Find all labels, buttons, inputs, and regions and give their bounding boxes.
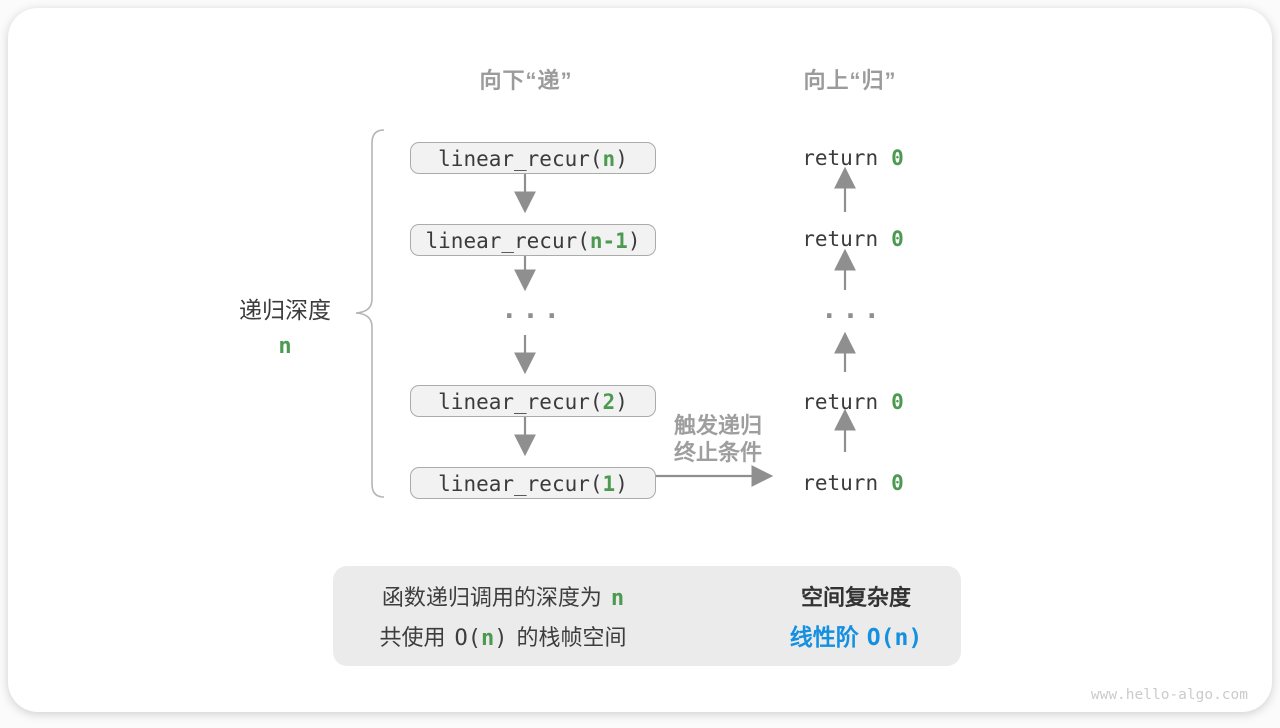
code-text: linear_recur( [425,229,590,253]
code-text: linear_recur( [438,472,603,496]
call-box-2: linear_recur(2) [410,385,656,417]
termination-line2: 终止条件 [673,440,762,465]
call-box-1: linear_recur(1) [410,467,656,499]
summary-line2-code-open: O( [454,626,482,651]
code-arg: 1 [602,472,616,496]
space-complexity-value: 线性阶 O(n) [761,623,951,651]
header-return-up: 向上“归” [803,68,897,93]
return-value: 0 [891,390,904,414]
code-text: linear_recur( [438,147,603,171]
return-ellipsis: ··· [821,301,885,332]
summary-line2-code-close: ) [494,626,508,651]
termination-line1: 触发递归 [673,413,762,438]
summary-line2-value: n [481,626,495,651]
return-value: 0 [891,146,904,170]
termination-condition-label: 触发递归 终止条件 [643,412,793,466]
code-arg: n-1 [589,229,628,253]
call-box-n-1: linear_recur(n-1) [410,224,656,256]
return-value: 0 [891,227,904,251]
recursion-depth-label: 递归深度 n [185,291,385,359]
return-keyword: return [802,227,879,251]
summary-line1-text: 函数递归调用的深度为 [381,585,602,610]
summary-line2-prefix: 共使用 [379,625,446,650]
return-statement: return 0 [793,469,913,497]
return-statement: return 0 [793,388,913,416]
code-text: ) [615,390,628,414]
call-box-n: linear_recur(n) [410,142,656,174]
code-text: ) [627,229,641,253]
summary-panel [333,566,961,666]
summary-line1: 函数递归调用的深度为 n [343,584,663,612]
return-value: 0 [891,471,904,495]
return-keyword: return [802,471,879,495]
return-statement: return 0 [793,225,913,253]
header-recurse-down: 向下“递” [479,68,573,93]
summary-line2: 共使用 O(n) 的栈帧空间 [343,624,663,652]
code-text: ) [615,147,628,171]
return-keyword: return [802,146,879,170]
recursion-depth-value: n [278,334,292,359]
diagram-card: 向下“递” 向上“归” 递归深度 n linear_recur(n) linea… [8,8,1272,712]
code-arg: n [602,147,616,171]
summary-line2-suffix: 的栈帧空间 [516,625,627,650]
site-watermark: www.hello-algo.com [1090,687,1248,703]
code-arg: 2 [602,390,616,414]
complexity-class-label: 线性阶 [789,624,859,650]
return-statement: return 0 [793,144,913,172]
space-complexity-title: 空间复杂度 [800,585,911,610]
summary-line1-value: n [610,586,625,611]
call-ellipsis: ··· [501,301,565,332]
code-text: ) [615,472,628,496]
code-text: linear_recur( [438,390,603,414]
summary-conclusion: 空间复杂度 线性阶 O(n) [761,584,951,651]
recursion-depth-text: 递归深度 [239,297,331,323]
return-keyword: return [802,390,879,414]
complexity-notation: O(n) [866,625,923,651]
